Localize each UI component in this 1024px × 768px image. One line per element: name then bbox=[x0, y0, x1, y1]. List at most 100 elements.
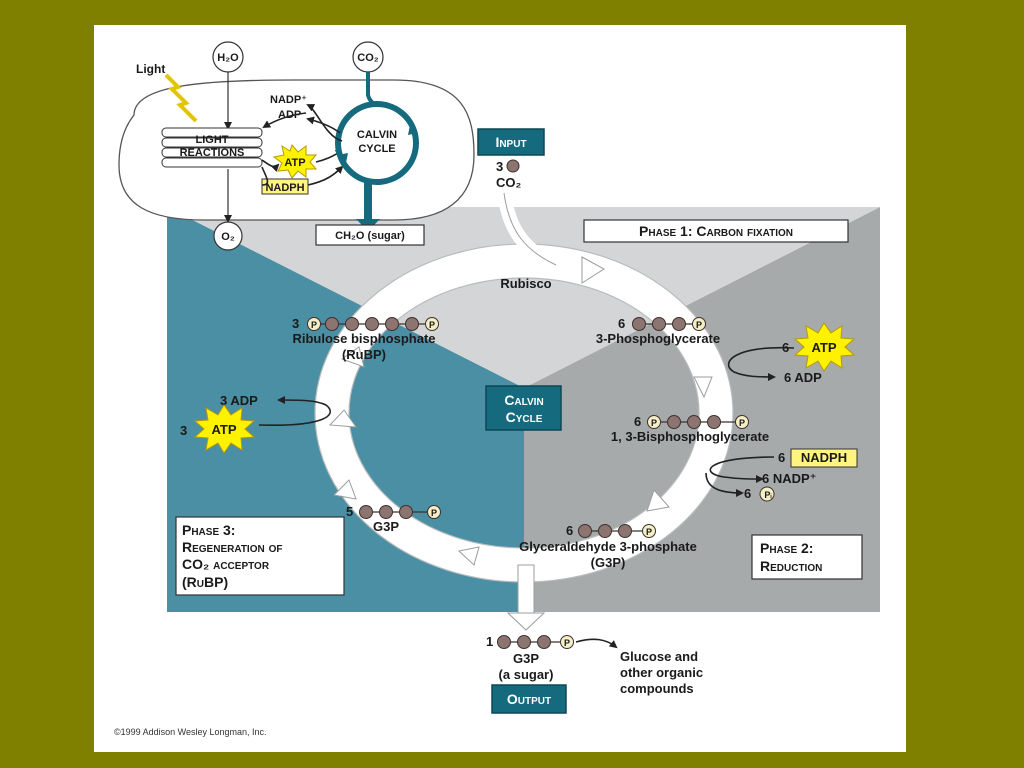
phase2-box bbox=[751, 534, 863, 580]
svg-text:P: P bbox=[564, 638, 570, 648]
atp6-label: ATP bbox=[811, 340, 836, 355]
center-label-2: Cycle bbox=[506, 409, 543, 425]
lightning-icon bbox=[164, 73, 198, 123]
product-line-3: compounds bbox=[620, 681, 694, 696]
cycle-arrow-right-lower bbox=[646, 489, 670, 512]
rubisco-label: Rubisco bbox=[500, 276, 551, 291]
center-box bbox=[485, 385, 562, 431]
output-count: 1 bbox=[486, 634, 493, 649]
svg-text:P: P bbox=[431, 508, 437, 518]
cycle-arrow-bottom bbox=[457, 546, 480, 566]
copyright: ©1999 Addison Wesley Longman, Inc. bbox=[114, 727, 267, 737]
light-label: Light bbox=[136, 62, 165, 76]
bpg-molecule: 6 P P bbox=[634, 414, 749, 429]
g3p5-molecule: 5 P bbox=[346, 504, 441, 519]
nadp-label: NADP⁺ bbox=[270, 94, 307, 106]
sugar-label: CH₂O (sugar) bbox=[335, 230, 405, 242]
phase2-label-2: Reduction bbox=[760, 558, 822, 574]
g3p5-count: 5 bbox=[346, 504, 353, 519]
atp3-label: ATP bbox=[211, 422, 236, 437]
calvin-cycle-diagram: Light H₂O CO₂ LIGHT REACTIONS NADP⁺ ADP … bbox=[114, 41, 880, 737]
pi6-count: 6 bbox=[744, 486, 751, 501]
co2-inset-label: CO₂ bbox=[357, 52, 379, 64]
adp3-label: 3 ADP bbox=[220, 393, 258, 408]
atp3-count: 3 bbox=[180, 423, 187, 438]
chloroplast-inset: Light H₂O CO₂ LIGHT REACTIONS NADP⁺ ADP … bbox=[118, 41, 475, 251]
input-co2: CO₂ bbox=[496, 175, 522, 190]
g3p6-name: Glyceraldehyde 3-phosphate bbox=[519, 539, 697, 554]
product-line-2: other organic bbox=[620, 665, 703, 680]
output-label: Output bbox=[507, 691, 551, 707]
output-box bbox=[491, 684, 567, 714]
calvin-inset-label-2: CYCLE bbox=[358, 143, 395, 155]
phase1-panel bbox=[167, 207, 880, 388]
adp6-label: 6 ADP bbox=[784, 370, 822, 385]
output-name: G3P bbox=[513, 651, 539, 666]
atp6-burst bbox=[793, 322, 856, 372]
cycle-arrow-left-upper bbox=[340, 346, 365, 368]
atp3-burst bbox=[193, 404, 256, 454]
svg-text:P: P bbox=[696, 320, 702, 330]
pi6-circle bbox=[759, 486, 775, 502]
cycle-arrow-left-lower bbox=[332, 479, 357, 500]
phase3-box bbox=[175, 516, 345, 596]
output-arrow-head bbox=[506, 612, 546, 631]
nadph6-box bbox=[790, 448, 858, 468]
atp-burst-inset bbox=[272, 144, 318, 179]
cycle-arrow-left-mid bbox=[328, 409, 358, 428]
o2-label: O₂ bbox=[221, 231, 235, 243]
g3p6-abbr: (G3P) bbox=[591, 555, 626, 570]
slide-panel: Light H₂O CO₂ LIGHT REACTIONS NADP⁺ ADP … bbox=[94, 25, 906, 752]
phase3-label-2: Regeneration of bbox=[182, 539, 282, 555]
light-reactions-label-1: LIGHT bbox=[196, 134, 229, 146]
thylakoid-stack bbox=[161, 127, 263, 168]
input-box bbox=[477, 128, 545, 156]
o2-circle bbox=[213, 221, 243, 251]
nadph-inset-label: NADPH bbox=[265, 182, 304, 194]
bpg-name: 1, 3-Bisphosphoglycerate bbox=[611, 429, 769, 444]
phase3-label-1: Phase 3: bbox=[182, 522, 235, 538]
nadp6-label: 6 NADP⁺ bbox=[762, 471, 817, 486]
product-line-1: Glucose and bbox=[620, 649, 698, 664]
pga-name: 3-Phosphoglycerate bbox=[596, 331, 720, 346]
pga-count: 6 bbox=[618, 316, 625, 331]
input-carbon-ball bbox=[506, 159, 520, 173]
rubp-name: Ribulose bisphosphate bbox=[292, 331, 435, 346]
input-label: Input bbox=[495, 134, 526, 150]
output-desc: (a sugar) bbox=[499, 667, 554, 682]
phase3-label-3: CO₂ acceptor bbox=[182, 556, 270, 572]
output-molecule: 1 P bbox=[486, 634, 574, 649]
calvin-inset-ring bbox=[335, 101, 419, 185]
h2o-label: H₂O bbox=[217, 52, 239, 64]
phase2-label-1: Phase 2: bbox=[760, 540, 813, 556]
cycle-arrow-top bbox=[581, 256, 605, 284]
atp-inset-label: ATP bbox=[284, 157, 305, 169]
svg-text:P: P bbox=[739, 418, 745, 428]
g3p6-molecule: 6 P bbox=[566, 523, 656, 538]
nadph6-count: 6 bbox=[778, 450, 785, 465]
nadph-inset-box bbox=[261, 178, 309, 195]
svg-text:P: P bbox=[646, 527, 652, 537]
input-count: 3 bbox=[496, 159, 503, 174]
g3p6-count: 6 bbox=[566, 523, 573, 538]
phase1-box bbox=[583, 219, 849, 243]
rubp-molecule: 3 P P bbox=[292, 316, 439, 331]
pga-molecule: 6 P bbox=[618, 316, 706, 331]
rubp-count: 3 bbox=[292, 316, 299, 331]
svg-text:P: P bbox=[429, 320, 435, 330]
cycle-arrow-right-upper bbox=[693, 376, 713, 399]
phase3-label-4: (RuBP) bbox=[182, 574, 228, 590]
calvin-inset-label-1: CALVIN bbox=[357, 129, 397, 141]
sugar-box bbox=[315, 224, 425, 246]
svg-text:P: P bbox=[651, 418, 657, 428]
nadph6-label: NADPH bbox=[801, 450, 847, 465]
phase1-label: Phase 1: Carbon fixation bbox=[639, 223, 793, 239]
center-label-1: Calvin bbox=[504, 392, 543, 408]
rubp-abbr: (RuBP) bbox=[342, 347, 386, 362]
output-arrow-shaft bbox=[517, 564, 535, 616]
g3p5-name: G3P bbox=[373, 519, 399, 534]
light-reactions-label-2: REACTIONS bbox=[180, 147, 245, 159]
pi6-symbol: Pᵢ bbox=[764, 490, 772, 500]
svg-text:P: P bbox=[311, 320, 317, 330]
bpg-count: 6 bbox=[634, 414, 641, 429]
